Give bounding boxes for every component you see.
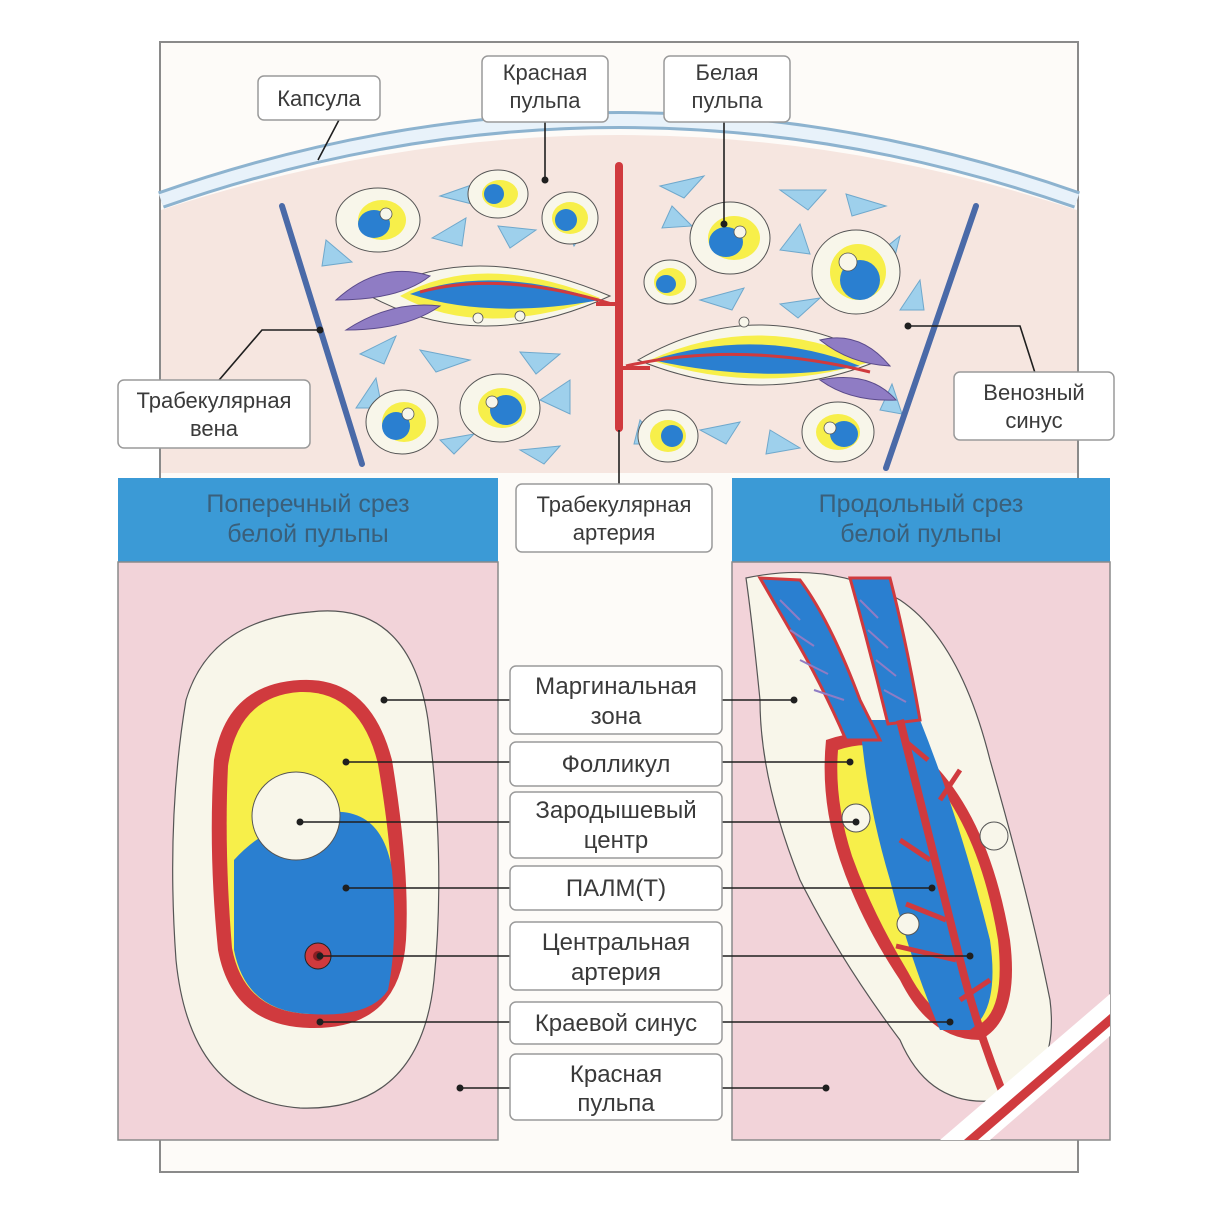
small-follicle: [366, 390, 438, 454]
small-follicle: [542, 192, 598, 244]
white-pulp-label-1: Белая: [696, 60, 759, 85]
long-section-title-2: белой пульпы: [840, 520, 1001, 548]
cross-section-title-2: белой пульпы: [227, 520, 388, 548]
germinal-center-label-1: Зародышевый: [535, 797, 696, 824]
marginal-zone-label-2: зона: [591, 703, 642, 730]
small-follicle: [644, 260, 696, 304]
follicle-label: Фолликул: [562, 751, 671, 778]
marginal-zone-label-1: Маргинальная: [535, 673, 697, 700]
long-germinal-center: [980, 822, 1008, 850]
small-follicle: [812, 230, 900, 314]
trab-vein-label-2: вена: [190, 416, 239, 441]
small-follicle: [690, 202, 770, 274]
trab-artery-label-2: артерия: [573, 520, 656, 545]
red-pulp-top-label-1: Красная: [503, 60, 588, 85]
small-follicle: [336, 188, 420, 252]
venous-sinus-label-1: Венозный: [983, 380, 1084, 405]
trab-artery-label-1: Трабекулярная: [537, 492, 692, 517]
central-artery-label-2: артерия: [571, 959, 661, 986]
small-follicle: [802, 402, 874, 462]
small-follicle: [468, 170, 528, 218]
long-germinal-center: [842, 804, 870, 832]
red-pulp-bottom-label-2: пульпа: [577, 1090, 655, 1117]
central-artery-label-1: Центральная: [542, 929, 690, 956]
cross-section-follicle: [173, 611, 439, 1108]
venous-sinus-label-2: синус: [1005, 408, 1062, 433]
palm-label: ПАЛМ(Т): [566, 875, 666, 902]
long-germinal-center: [897, 913, 919, 935]
germinal-center-label-2: центр: [584, 827, 648, 854]
red-pulp-top-label-2: пульпа: [510, 88, 582, 113]
red-pulp-bottom-label-1: Красная: [570, 1061, 662, 1088]
small-follicle: [460, 374, 540, 442]
long-section-title-1: Продольный срез: [819, 490, 1024, 518]
white-pulp-label-2: пульпа: [692, 88, 764, 113]
marginal-sinus-label: Краевой синус: [535, 1010, 697, 1037]
small-follicle: [638, 410, 698, 462]
cross-section-title-1: Поперечный срез: [206, 490, 409, 518]
germinal-center: [252, 772, 340, 860]
trab-vein-label-1: Трабекулярная: [137, 388, 292, 413]
capsule-label: Капсула: [277, 86, 361, 111]
